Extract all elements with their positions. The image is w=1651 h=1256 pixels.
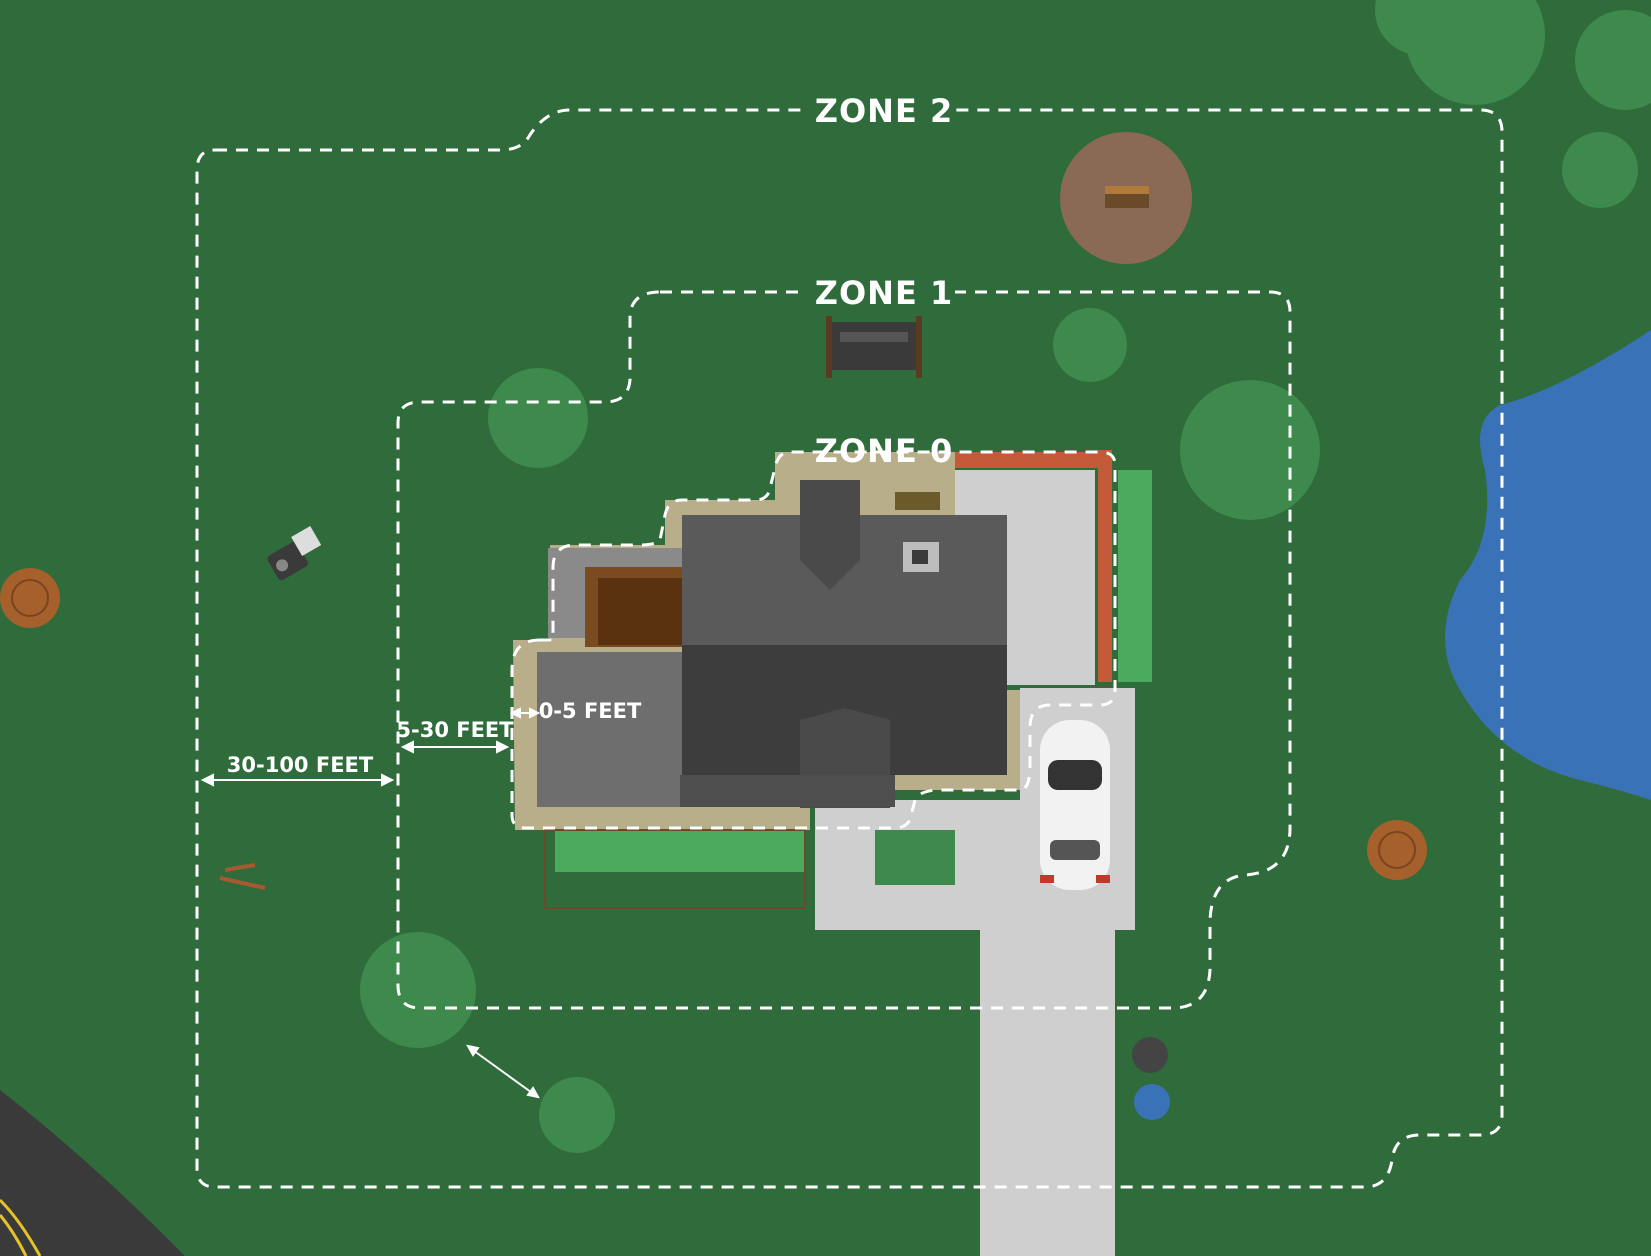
- tree-icon: [360, 0, 1651, 1153]
- zone1-label: ZONE 1: [815, 274, 953, 312]
- bench-icon: [826, 316, 922, 378]
- firepit-icon: [1060, 132, 1192, 264]
- zone1-distance-label: 5-30 FEET: [396, 718, 514, 742]
- tree-spacing-arrow: [466, 1044, 540, 1099]
- zone2-boundary: [195, 108, 1504, 1189]
- stick-debris: [219, 863, 266, 890]
- lawnmower-icon: [267, 526, 322, 581]
- zone2-distance-arrow: [200, 773, 395, 787]
- brick-border-top: [955, 452, 1110, 468]
- zone2-label: ZONE 2: [815, 92, 953, 130]
- zone1-label-bg: [805, 270, 955, 312]
- brick-border: [1098, 450, 1112, 682]
- zone1-distance-arrow: [400, 740, 510, 754]
- pond-icon: [1445, 330, 1651, 800]
- zone2-distance-label: 30-100 FEET: [227, 753, 374, 777]
- zone0-distance-arrow: [509, 707, 541, 719]
- trash-bin-icon: [1132, 1037, 1170, 1120]
- stump-icon: [0, 568, 1427, 880]
- lawn-strip: [555, 830, 805, 872]
- hedge: [1118, 470, 1152, 682]
- road-icon: [0, 1090, 185, 1256]
- house-icon: [537, 480, 1007, 808]
- garden-bed: [875, 830, 955, 885]
- zone0-boundary: [510, 450, 1117, 830]
- zone0-label: ZONE 0: [815, 432, 953, 470]
- car-icon: [1040, 720, 1110, 890]
- zone2-label-bg: [805, 88, 955, 130]
- zone0-distance-label: 0-5 FEET: [539, 699, 642, 723]
- fence: [544, 829, 806, 909]
